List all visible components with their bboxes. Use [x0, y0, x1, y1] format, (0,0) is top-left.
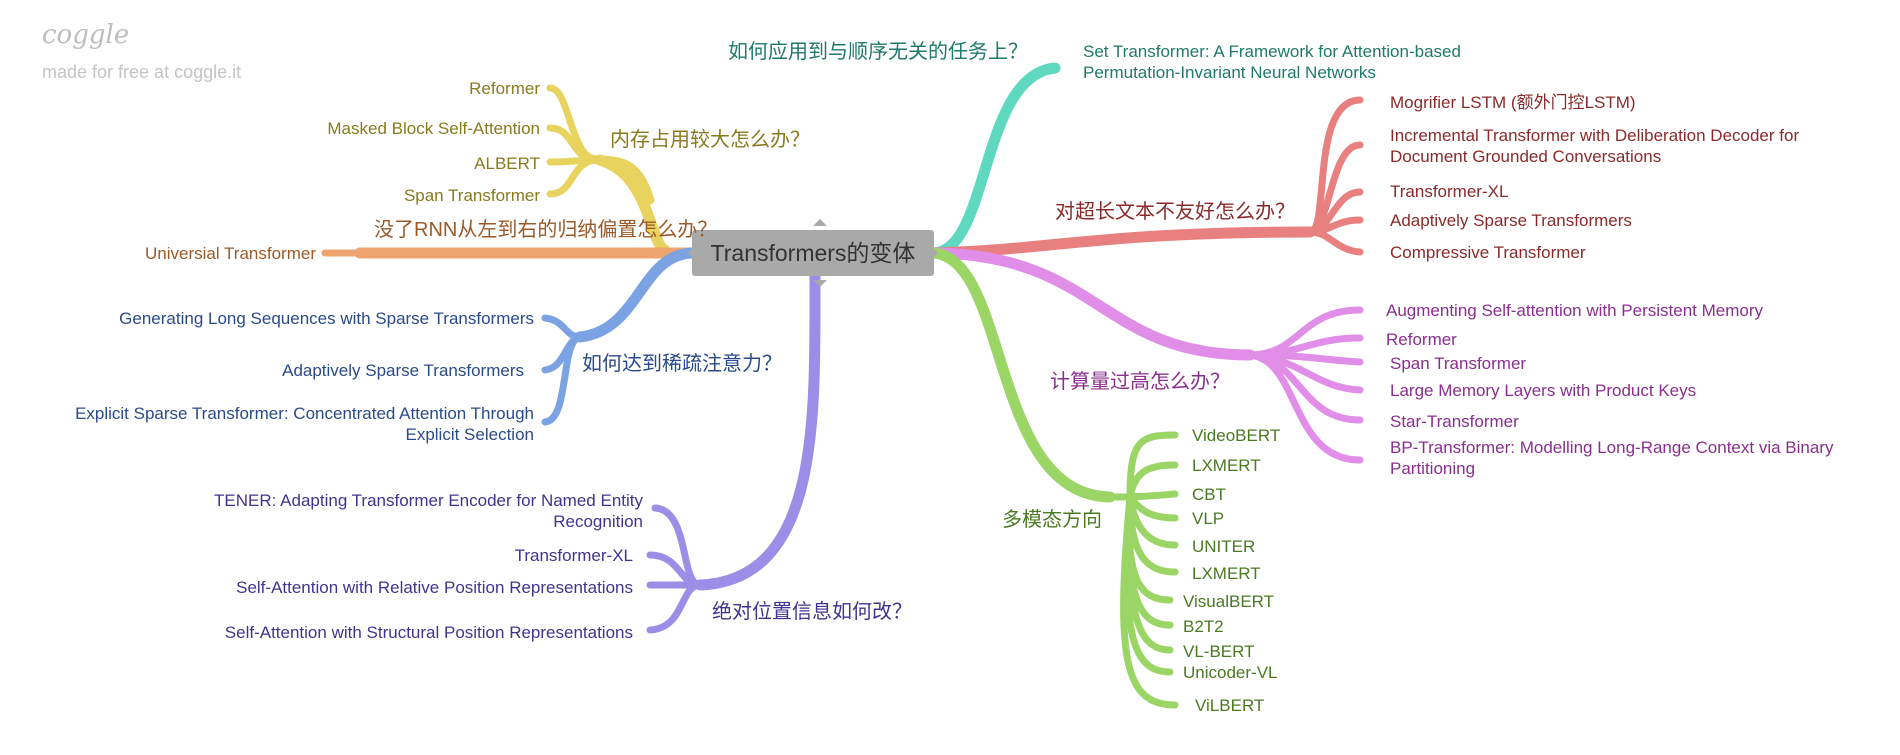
root-node[interactable]: Transformers的变体 [692, 230, 934, 276]
sparse-item-generating-long[interactable]: Generating Long Sequences with Sparse Tr… [119, 309, 534, 328]
compute-item-star-transformer[interactable]: Star-Transformer [1390, 412, 1519, 431]
multimodal-item-unicoder-vl[interactable]: Unicoder-VL [1183, 663, 1278, 682]
compute-item-augmenting[interactable]: Augmenting Self-attention with Persisten… [1386, 301, 1764, 320]
memory-branch-connector [546, 84, 671, 256]
long-text-item-incremental-line2[interactable]: Document Grounded Conversations [1390, 147, 1662, 166]
long-text-item-transformer-xl[interactable]: Transformer-XL [1390, 182, 1509, 201]
branch-title-rnn-bias[interactable]: 没了RNN从左到右的归纳偏置怎么办？ [374, 219, 718, 241]
multimodal-item-vlp[interactable]: VLP [1192, 509, 1225, 528]
multimodal-item-vl-bert[interactable]: VL-BERT [1183, 642, 1255, 661]
long-text-item-incremental-line1[interactable]: Incremental Transformer with Deliberatio… [1390, 126, 1800, 145]
multimodal-item-videobert[interactable]: VideoBERT [1192, 426, 1281, 445]
sparse-item-adaptively-sparse[interactable]: Adaptively Sparse Transformers [282, 361, 524, 380]
coggle-watermark-text: made for free at coggle.it [42, 62, 242, 82]
long-text-item-compressive[interactable]: Compressive Transformer [1390, 243, 1586, 262]
branch-title-position[interactable]: 绝对位置信息如何改？ [712, 601, 912, 623]
long-text-item-mogrifier[interactable]: Mogrifier LSTM (额外门控LSTM) [1390, 93, 1636, 112]
compute-item-reformer[interactable]: Reformer [1386, 330, 1457, 349]
multimodal-item-uniter[interactable]: UNITER [1192, 537, 1256, 556]
compute-item-large-memory[interactable]: Large Memory Layers with Product Keys [1390, 381, 1697, 400]
compute-item-span-transformer[interactable]: Span Transformer [1390, 354, 1527, 373]
sparse-item-explicit-sparse-line1[interactable]: Explicit Sparse Transformer: Concentrate… [75, 404, 534, 423]
sparse-branch-connector [541, 247, 698, 426]
branch-title-long-text[interactable]: 对超长文本不友好怎么办？ [1055, 201, 1295, 223]
position-item-tener-line2[interactable]: Recognition [553, 512, 643, 531]
multimodal-item-visualbert[interactable]: VisualBERT [1183, 592, 1275, 611]
multimodal-item-b2t2[interactable]: B2T2 [1183, 617, 1224, 636]
branch-title-sparse[interactable]: 如何达到稀疏注意力？ [582, 353, 782, 375]
long-text-item-adaptively-sparse[interactable]: Adaptively Sparse Transformers [1390, 211, 1632, 230]
multimodal-item-cbt[interactable]: CBT [1192, 485, 1226, 504]
memory-item-span-transformer[interactable]: Span Transformer [403, 186, 540, 205]
position-item-relative-position[interactable]: Self-Attention with Relative Position Re… [236, 578, 633, 597]
branch-title-multimodal[interactable]: 多模态方向 [1002, 509, 1102, 531]
memory-item-albert[interactable]: ALBERT [474, 154, 540, 173]
multimodal-item-lxmert-1[interactable]: LXMERT [1192, 456, 1261, 475]
position-item-structural-position[interactable]: Self-Attention with Structural Position … [224, 623, 633, 642]
compute-branch-connector [928, 247, 1364, 464]
memory-item-masked-block[interactable]: Masked Block Self-Attention [327, 119, 540, 138]
branch-title-order-free[interactable]: 如何应用到与顺序无关的任务上？ [728, 41, 1028, 63]
multimodal-branch-connector [928, 247, 1179, 709]
long-text-branch-connector [928, 96, 1364, 259]
order-free-branch-connector [928, 62, 1061, 259]
rnn-bias-item-universal[interactable]: Universial Transformer [145, 244, 316, 263]
branch-title-compute[interactable]: 计算量过高怎么办？ [1050, 371, 1230, 393]
order-free-item-set-transformer-line1[interactable]: Set Transformer: A Framework for Attenti… [1083, 42, 1461, 61]
coggle-logo: coggle [42, 20, 130, 50]
position-item-tener-line1[interactable]: TENER: Adapting Transformer Encoder for … [214, 491, 643, 510]
multimodal-item-vilbert[interactable]: ViLBERT [1195, 696, 1265, 715]
sparse-item-explicit-sparse-line2[interactable]: Explicit Selection [405, 425, 534, 444]
position-item-transformer-xl[interactable]: Transformer-XL [514, 546, 633, 565]
compute-item-bp-transformer-line1[interactable]: BP-Transformer: Modelling Long-Range Con… [1390, 438, 1834, 457]
compute-item-bp-transformer-line2[interactable]: Partitioning [1390, 459, 1476, 478]
branch-title-memory[interactable]: 内存占用较大怎么办？ [610, 129, 810, 151]
order-free-item-set-transformer-line2[interactable]: Permutation-Invariant Neural Networks [1083, 63, 1376, 82]
multimodal-item-lxmert-2[interactable]: LXMERT [1192, 564, 1261, 583]
position-branch-connector [646, 270, 821, 634]
memory-item-reformer[interactable]: Reformer [469, 79, 540, 98]
